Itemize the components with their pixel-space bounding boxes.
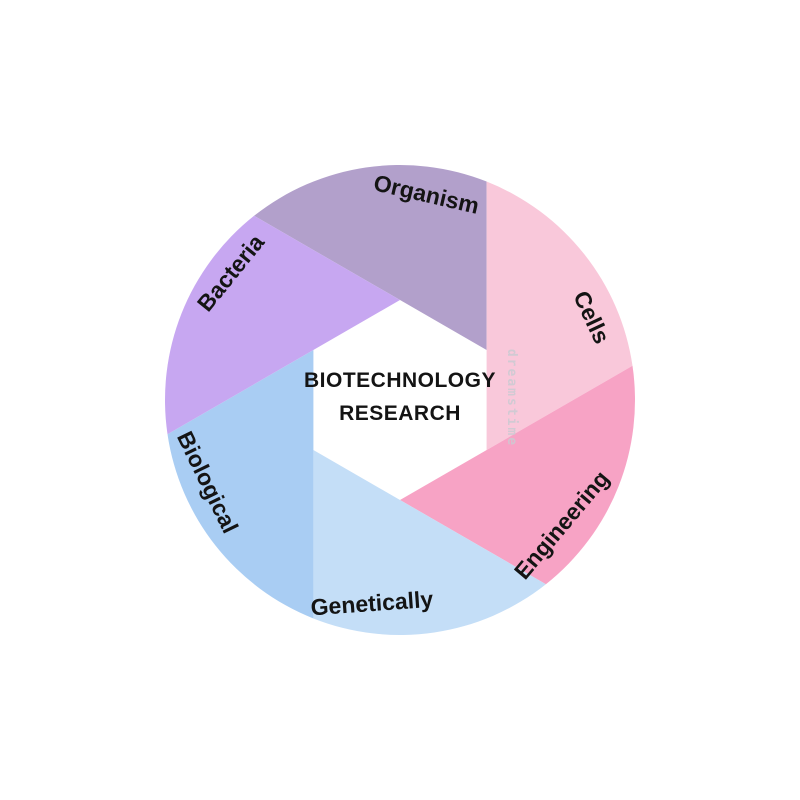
segment-biological (167, 350, 314, 619)
segment-bacteria (165, 215, 400, 435)
segment-engineering (400, 365, 635, 585)
watermark-text: dreamstime (504, 349, 519, 447)
center-title-line2: RESEARCH (339, 402, 461, 425)
segment-cells (486, 181, 633, 451)
segment-organism (254, 165, 487, 350)
center-title-line1: BIOTECHNOLOGY (304, 369, 496, 392)
segment-genetically (313, 450, 546, 635)
